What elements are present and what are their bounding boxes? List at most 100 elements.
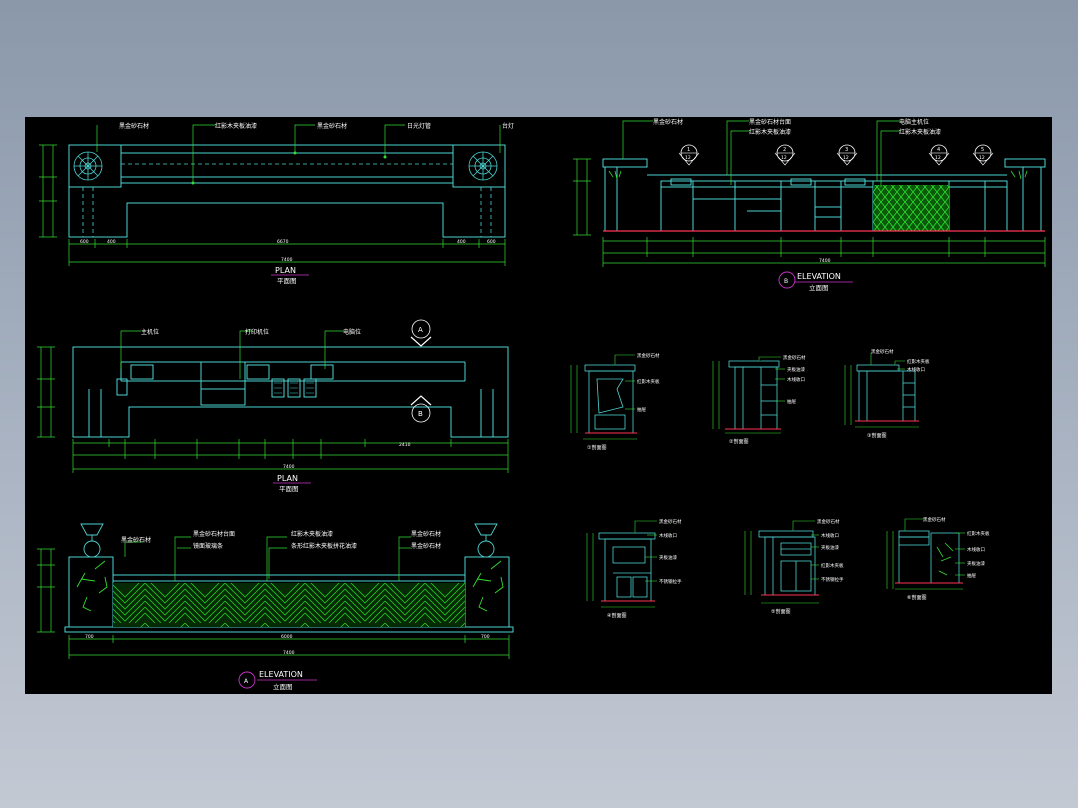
detail-3-label: ③剖面图 (867, 432, 886, 439)
elev-a-callout-4: 红影木夹板油漆 (291, 530, 333, 538)
detail-4-label: ④剖面图 (607, 612, 626, 619)
plan-mid-right-dim: 2410 (399, 442, 411, 448)
section-tag-4-num: 4 (937, 147, 940, 153)
section-tag-1[interactable]: 1 12 (678, 144, 700, 166)
elev-a-callout-5: 条形红影木夹板拼花油漆 (291, 542, 357, 550)
section-tag-1-ref: 12 (685, 155, 691, 161)
detail-4-callout-2: 木线收口 (659, 532, 677, 539)
detail-5-callout-5: 不锈钢拉手 (821, 576, 844, 583)
plan-top-dim-1: 600 (80, 239, 89, 245)
detail-2-callout-2: 夹板油漆 (787, 366, 805, 373)
detail-6-callout-4: 夹板油漆 (967, 560, 985, 567)
section-tag-5[interactable]: 5 12 (972, 144, 994, 166)
elev-b-callout-5: 红影木夹板油漆 (899, 128, 941, 136)
elev-a-callout-7: 黑金砂石材 (411, 542, 441, 550)
plan-top-dim-4: 400 (457, 239, 466, 245)
section-tag-5-num: 5 (981, 147, 984, 153)
elev-b-callout-4: 电脑主机位 (899, 118, 929, 126)
detail-2-callout-3: 木线收口 (787, 376, 805, 383)
section-tag-3-num: 3 (845, 147, 848, 153)
plan-top-dim-total: 7400 (281, 257, 293, 263)
plan-mid-callout-1: 主机位 (141, 328, 159, 336)
plan-top-title: PLAN (275, 266, 296, 275)
plan-mid-callout-3: 电脑位 (343, 328, 361, 336)
detail-3-callout-3: 木线收口 (907, 366, 925, 373)
detail-2-callout-1: 黑金砂石材 (783, 354, 806, 361)
plan-top-dim-3: 6670 (277, 239, 289, 245)
section-mark-a[interactable]: A (410, 319, 432, 347)
detail-1-callout-1: 黑金砂石材 (637, 352, 660, 359)
section-tag-3-ref: 12 (843, 155, 849, 161)
cad-drawing-canvas[interactable]: 黑金砂石材 红影木夹板油漆 黑金砂石材 日光灯管 台灯 600 400 6670… (25, 117, 1052, 694)
section-tag-3[interactable]: 3 12 (836, 144, 858, 166)
plan-top-callout-5: 台灯 (502, 122, 514, 130)
section-tag-1-num: 1 (687, 147, 690, 153)
elev-b-callout-2: 黑金砂石材台面 (749, 118, 791, 126)
elev-b-tag: B (784, 278, 788, 285)
detail-6-callout-2: 红影木夹板 (967, 530, 990, 537)
detail-1[interactable]: 黑金砂石材 红影木夹板 抽屉 ①剖面图 (570, 352, 660, 451)
detail-5-callout-4: 红影木夹板 (821, 562, 844, 569)
elev-a-callout-1: 黑金砂石材 (121, 536, 151, 544)
plan-top-dim-2: 400 (107, 239, 116, 245)
elev-a-subtitle: 立面图 (273, 682, 293, 691)
plan-top-callout-1: 黑金砂石材 (119, 122, 149, 130)
section-tag-2-ref: 12 (781, 155, 787, 161)
plan-top-subtitle: 平面图 (277, 277, 297, 285)
elev-b-dim-total: 7400 (819, 258, 831, 264)
detail-5-label: ⑤剖面图 (771, 608, 790, 615)
elev-b-subtitle: 立面图 (809, 283, 829, 292)
plan-top-dim-5: 600 (487, 239, 496, 245)
elev-b-callout-1: 黑金砂石材 (653, 118, 683, 126)
section-mark-b[interactable]: B (410, 395, 432, 423)
diamond-panel (873, 185, 949, 231)
plan-top-callout-2: 红影木夹板油漆 (215, 122, 257, 130)
plan-top-callout-3: 黑金砂石材 (317, 122, 347, 130)
plan-mid-callout-2: 打印机位 (245, 328, 269, 336)
section-tag-4[interactable]: 4 12 (928, 144, 950, 166)
detail-1-callout-2: 红影木夹板 (637, 378, 660, 385)
section-tag-2[interactable]: 2 12 (774, 144, 796, 166)
elev-a-tag: A (244, 678, 249, 685)
elev-a-title: ELEVATION (259, 670, 303, 679)
elev-a-dim-total: 7400 (283, 650, 295, 656)
plan-mid-subtitle: 平面图 (279, 485, 299, 493)
herringbone-panel (113, 583, 465, 627)
elev-b-title: ELEVATION (797, 272, 841, 281)
detail-6-callout-1: 黑金砂石材 (923, 516, 946, 523)
section-tag-5-ref: 12 (979, 155, 985, 161)
detail-4[interactable]: 黑金砂石材 木线收口 夹板油漆 不锈钢拉手 ④剖面图 (586, 518, 682, 619)
elev-a-callout-3: 镜面玻璃条 (193, 542, 223, 550)
detail-5-callout-2: 木线收口 (821, 532, 839, 539)
detail-6[interactable]: 黑金砂石材 红影木夹板 木线收口 夹板油漆 抽屉 ⑥剖面图 (886, 516, 990, 601)
cad-drawing: 黑金砂石材 红影木夹板油漆 黑金砂石材 日光灯管 台灯 600 400 6670… (37, 118, 1046, 691)
section-tag-2-num: 2 (783, 147, 786, 153)
elev-b-callout-3: 红影木夹板油漆 (749, 128, 791, 136)
elev-a-callout-6: 黑金砂石材 (411, 530, 441, 538)
detail-2[interactable]: 黑金砂石材 夹板油漆 木线收口 抽屉 ②剖面图 (712, 354, 806, 445)
section-mark-a-label: A (418, 326, 423, 334)
elevation-a: 黑金砂石材 黑金砂石材台面 镜面玻璃条 红影木夹板油漆 条形红影木夹板拼花油漆 … (37, 523, 514, 691)
elev-a-dim-3: 700 (481, 634, 490, 640)
section-tag-4-ref: 12 (935, 155, 941, 161)
plan-mid-title: PLAN (277, 474, 298, 483)
detail-2-callout-4: 抽屉 (787, 398, 796, 405)
detail-2-label: ②剖面图 (729, 438, 748, 445)
elev-a-dim-1: 700 (85, 634, 94, 640)
detail-6-callout-5: 抽屉 (967, 572, 976, 579)
elev-a-callout-2: 黑金砂石材台面 (193, 530, 235, 538)
detail-6-callout-3: 木线收口 (967, 546, 985, 553)
detail-5-callout-3: 夹板油漆 (821, 544, 839, 551)
detail-3[interactable]: 黑金砂石材 红影木夹板 木线收口 ③剖面图 (844, 348, 930, 439)
plan-top: 黑金砂石材 红影木夹板油漆 黑金砂石材 日光灯管 台灯 600 400 6670… (39, 122, 514, 285)
detail-4-callout-3: 夹板油漆 (659, 554, 677, 561)
plan-mid: 主机位 打印机位 电脑位 A B 2410 7400 PLAN 平面图 (37, 319, 509, 493)
detail-5[interactable]: 黑金砂石材 木线收口 夹板油漆 红影木夹板 不锈钢拉手 ⑤剖面图 (744, 518, 844, 615)
plan-top-callout-4: 日光灯管 (407, 122, 431, 130)
detail-3-callout-1: 黑金砂石材 (871, 348, 894, 355)
elevation-b: 黑金砂石材 黑金砂石材台面 红影木夹板油漆 电脑主机位 红影木夹板油漆 1 12… (573, 118, 1046, 292)
detail-5-callout-1: 黑金砂石材 (817, 518, 840, 525)
detail-6-label: ⑥剖面图 (907, 594, 926, 601)
detail-1-label: ①剖面图 (587, 444, 606, 451)
section-mark-b-label: B (418, 410, 423, 418)
